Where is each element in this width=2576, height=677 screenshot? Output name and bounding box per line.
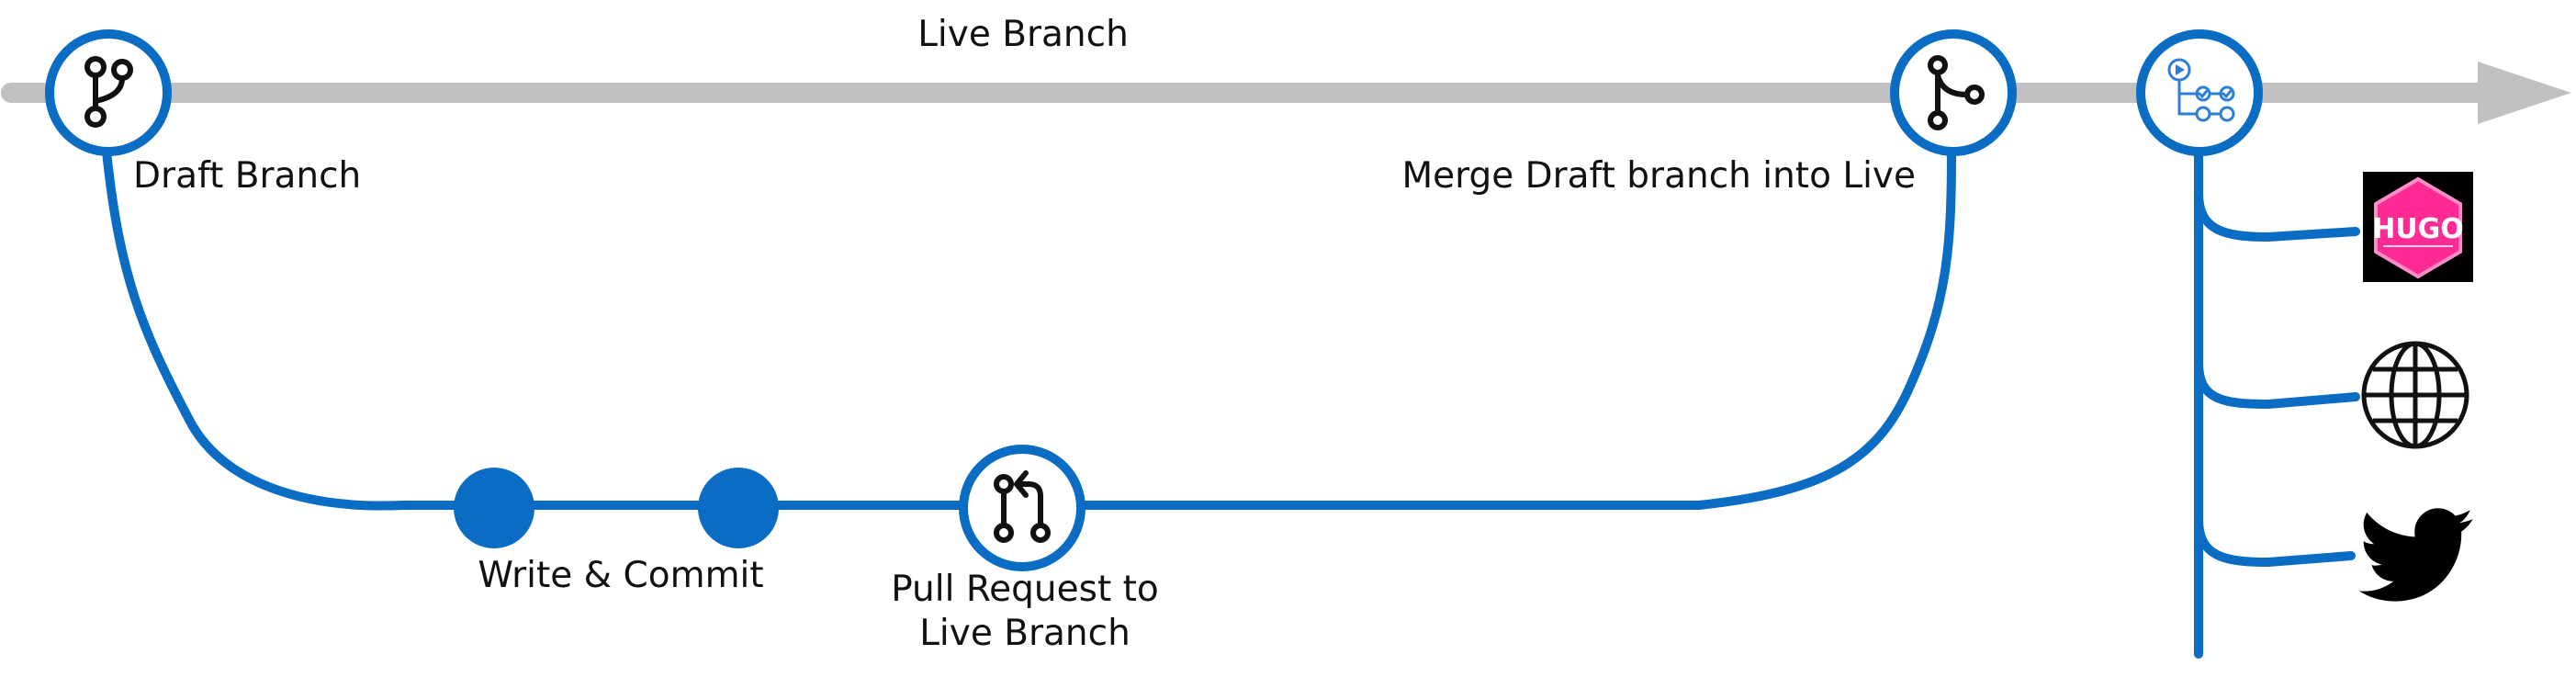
merge-label: Merge Draft branch into Live — [1401, 155, 1916, 197]
write-commit-label: Write & Commit — [478, 555, 764, 596]
merge-node — [1890, 29, 2017, 156]
hugo-logo-text: HUGO — [2372, 213, 2464, 245]
git-merge-icon — [1928, 55, 1985, 130]
distribution-lines — [2194, 147, 2360, 659]
live-branch-label: Live Branch — [917, 14, 1129, 55]
pull-request-node — [959, 445, 1086, 571]
commit-dot-1 — [454, 468, 534, 548]
draft-branch-label: Draft Branch — [133, 155, 362, 197]
live-branch-line — [1, 62, 2571, 124]
globe-icon — [2361, 341, 2469, 449]
commit-dot-2 — [698, 468, 779, 548]
live-branch-arrowhead — [2478, 62, 2571, 124]
git-pull-request-icon — [994, 470, 1051, 543]
hugo-logo: HUGO — [2363, 172, 2473, 282]
workflow-node — [2136, 29, 2263, 156]
workflow-actions-icon — [2167, 58, 2235, 122]
pull-request-label: Pull Request to Live Branch — [891, 569, 1159, 654]
twitter-bird-icon — [2358, 508, 2473, 602]
git-branch-icon — [84, 56, 133, 128]
draft-branch-node — [45, 29, 172, 156]
